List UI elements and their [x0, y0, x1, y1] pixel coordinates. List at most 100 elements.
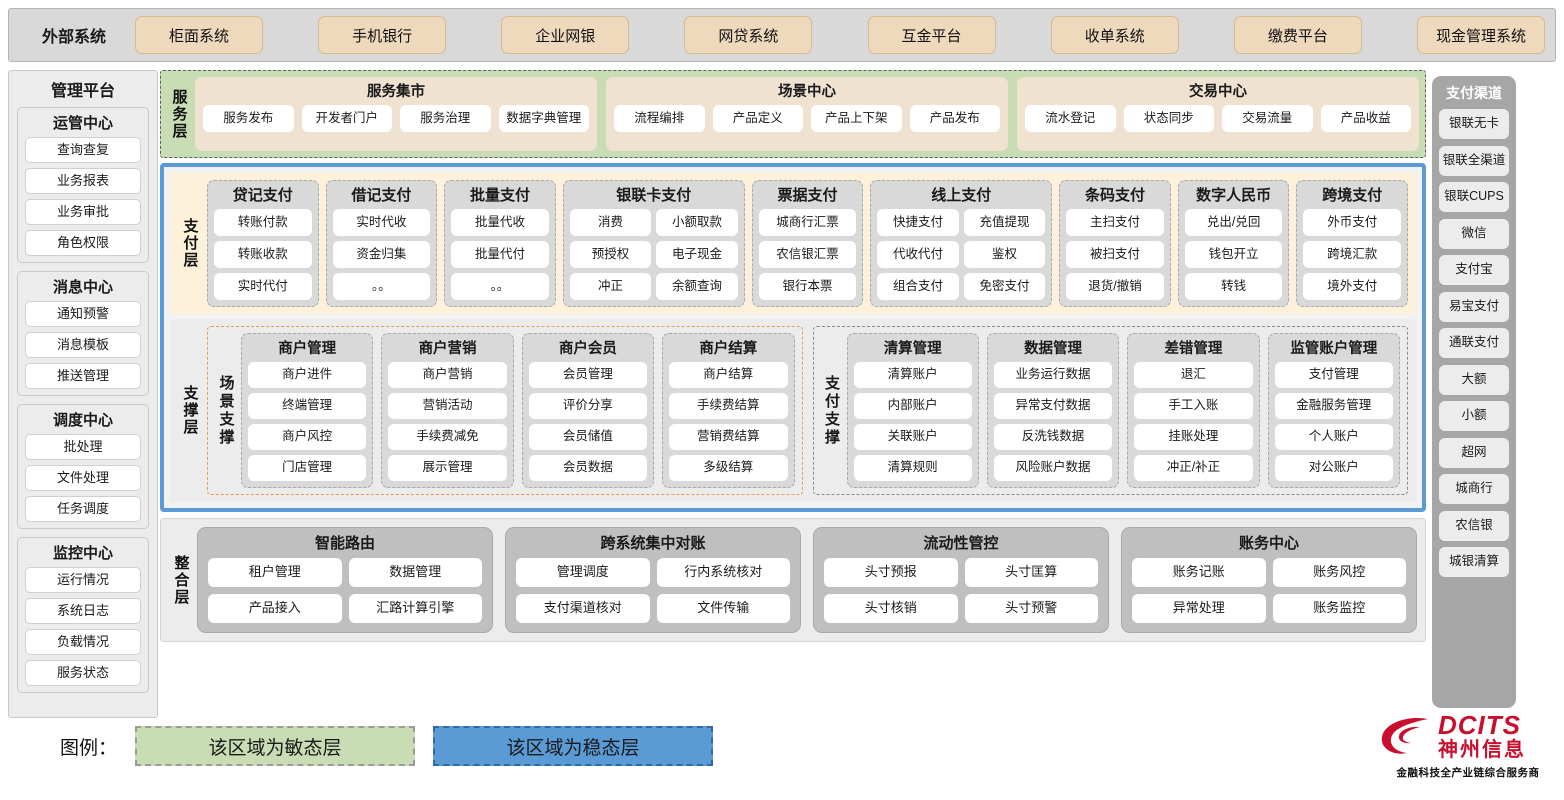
payment-item[interactable]: 城商行汇票: [758, 209, 857, 236]
support-item[interactable]: 评价分享: [528, 393, 648, 419]
payment-item[interactable]: 组合支付: [877, 273, 959, 300]
support-item[interactable]: 营销费结算: [669, 424, 788, 450]
service-item[interactable]: 数据字典管理: [498, 105, 589, 132]
integration-item[interactable]: 异常处理: [1132, 594, 1266, 623]
management-menu-item[interactable]: 系统日志: [25, 598, 141, 624]
payment-item[interactable]: 消费: [569, 209, 652, 236]
payment-channel-item[interactable]: 通联支付: [1439, 328, 1509, 358]
payment-item[interactable]: 。。: [451, 273, 549, 300]
integration-item[interactable]: 支付渠道核对: [516, 594, 650, 623]
management-menu-item[interactable]: 查询查复: [25, 137, 141, 163]
support-item[interactable]: 内部账户: [853, 393, 972, 419]
payment-channel-item[interactable]: 银联全渠道: [1439, 145, 1509, 176]
payment-item[interactable]: 冲正: [569, 273, 652, 300]
payment-item[interactable]: 实时代付: [214, 273, 312, 300]
payment-item[interactable]: 转账收款: [214, 241, 312, 268]
support-item[interactable]: 门店管理: [248, 455, 367, 481]
payment-channel-item[interactable]: 微信: [1439, 218, 1509, 249]
payment-channel-item[interactable]: 小额: [1439, 401, 1509, 431]
payment-item[interactable]: 小额取款: [656, 209, 738, 236]
payment-channel-item[interactable]: 银联CUPS: [1439, 182, 1509, 212]
support-item[interactable]: 会员数据: [528, 455, 648, 481]
service-item[interactable]: 产品定义: [712, 105, 803, 132]
integration-item[interactable]: 账务记账: [1132, 558, 1266, 587]
support-item[interactable]: 挂账处理: [1134, 424, 1253, 450]
external-system-chip[interactable]: 网贷系统: [684, 16, 813, 54]
payment-item[interactable]: 跨境汇款: [1303, 241, 1402, 268]
support-item[interactable]: 商户营销: [388, 362, 507, 388]
service-item[interactable]: 服务发布: [203, 105, 294, 132]
payment-item[interactable]: 实时代收: [332, 209, 431, 236]
support-item[interactable]: 退汇: [1134, 362, 1253, 388]
integration-item[interactable]: 汇路计算引擎: [348, 594, 482, 623]
support-item[interactable]: 展示管理: [388, 455, 507, 481]
payment-item[interactable]: 快捷支付: [877, 209, 959, 236]
management-menu-item[interactable]: 批处理: [25, 434, 141, 460]
payment-channel-item[interactable]: 超网: [1439, 437, 1509, 468]
management-menu-item[interactable]: 服务状态: [25, 660, 141, 686]
payment-item[interactable]: 兑出/兑回: [1184, 209, 1283, 236]
payment-item[interactable]: 被扫支付: [1066, 241, 1164, 268]
support-item[interactable]: 金融服务管理: [1274, 393, 1393, 419]
external-system-chip[interactable]: 收单系统: [1050, 16, 1179, 54]
support-item[interactable]: 手续费结算: [669, 393, 788, 419]
integration-item[interactable]: 行内系统核对: [656, 558, 790, 587]
integration-item[interactable]: 租户管理: [208, 558, 342, 587]
support-item[interactable]: 清算账户: [853, 362, 972, 388]
payment-item[interactable]: 农信银汇票: [758, 241, 857, 268]
external-system-chip[interactable]: 现金管理系统: [1416, 16, 1545, 54]
management-menu-item[interactable]: 业务审批: [25, 199, 141, 225]
external-system-chip[interactable]: 柜面系统: [135, 16, 263, 54]
payment-item[interactable]: 批量代收: [451, 209, 549, 236]
support-item[interactable]: 手续费减免: [388, 424, 507, 450]
payment-item[interactable]: 退货/撤销: [1066, 273, 1164, 300]
integration-item[interactable]: 账务监控: [1272, 594, 1406, 623]
payment-item[interactable]: 钱包开立: [1184, 241, 1283, 268]
external-system-chip[interactable]: 缴费平台: [1233, 16, 1362, 54]
support-item[interactable]: 支付管理: [1274, 362, 1393, 388]
support-item[interactable]: 商户进件: [248, 362, 367, 388]
payment-item[interactable]: 境外支付: [1303, 273, 1402, 300]
payment-item[interactable]: 余额查询: [656, 273, 738, 300]
integration-item[interactable]: 产品接入: [208, 594, 342, 623]
support-item[interactable]: 个人账户: [1274, 424, 1393, 450]
support-item[interactable]: 对公账户: [1274, 455, 1393, 481]
payment-channel-item[interactable]: 农信银: [1439, 510, 1509, 541]
support-item[interactable]: 会员管理: [528, 362, 648, 388]
management-menu-item[interactable]: 文件处理: [25, 465, 141, 491]
integration-item[interactable]: 账务风控: [1272, 558, 1406, 587]
payment-item[interactable]: 转钱: [1184, 273, 1283, 300]
payment-item[interactable]: 代收代付: [877, 241, 959, 268]
service-item[interactable]: 服务治理: [400, 105, 491, 132]
payment-item[interactable]: 鉴权: [963, 241, 1046, 268]
integration-item[interactable]: 头寸预警: [964, 594, 1098, 623]
payment-item[interactable]: 。。: [332, 273, 431, 300]
payment-channel-item[interactable]: 大额: [1439, 364, 1509, 395]
payment-channel-item[interactable]: 城商行: [1439, 474, 1509, 504]
management-menu-item[interactable]: 角色权限: [25, 230, 141, 256]
support-item[interactable]: 异常支付数据: [993, 393, 1113, 419]
payment-item[interactable]: 电子现金: [656, 241, 738, 268]
management-menu-item[interactable]: 业务报表: [25, 168, 141, 194]
support-item[interactable]: 风险账户数据: [993, 455, 1113, 481]
payment-channel-item[interactable]: 银联无卡: [1439, 109, 1509, 139]
payment-item[interactable]: 批量代付: [451, 241, 549, 268]
management-menu-item[interactable]: 通知预警: [25, 301, 141, 327]
external-system-chip[interactable]: 互金平台: [867, 16, 996, 54]
management-menu-item[interactable]: 推送管理: [25, 363, 141, 389]
support-item[interactable]: 商户结算: [669, 362, 788, 388]
integration-item[interactable]: 头寸匡算: [964, 558, 1098, 587]
payment-channel-item[interactable]: 易宝支付: [1439, 291, 1509, 322]
service-item[interactable]: 交易流量: [1222, 105, 1313, 132]
payment-item[interactable]: 预授权: [569, 241, 652, 268]
payment-channel-item[interactable]: 支付宝: [1439, 255, 1509, 285]
management-menu-item[interactable]: 任务调度: [25, 496, 141, 522]
service-item[interactable]: 开发者门户: [301, 105, 392, 132]
payment-item[interactable]: 转账付款: [214, 209, 312, 236]
integration-item[interactable]: 头寸预报: [824, 558, 958, 587]
external-system-chip[interactable]: 企业网银: [501, 16, 630, 54]
service-item[interactable]: 产品发布: [909, 105, 1000, 132]
support-item[interactable]: 关联账户: [853, 424, 972, 450]
support-item[interactable]: 多级结算: [669, 455, 788, 481]
service-item[interactable]: 产品上下架: [811, 105, 902, 132]
